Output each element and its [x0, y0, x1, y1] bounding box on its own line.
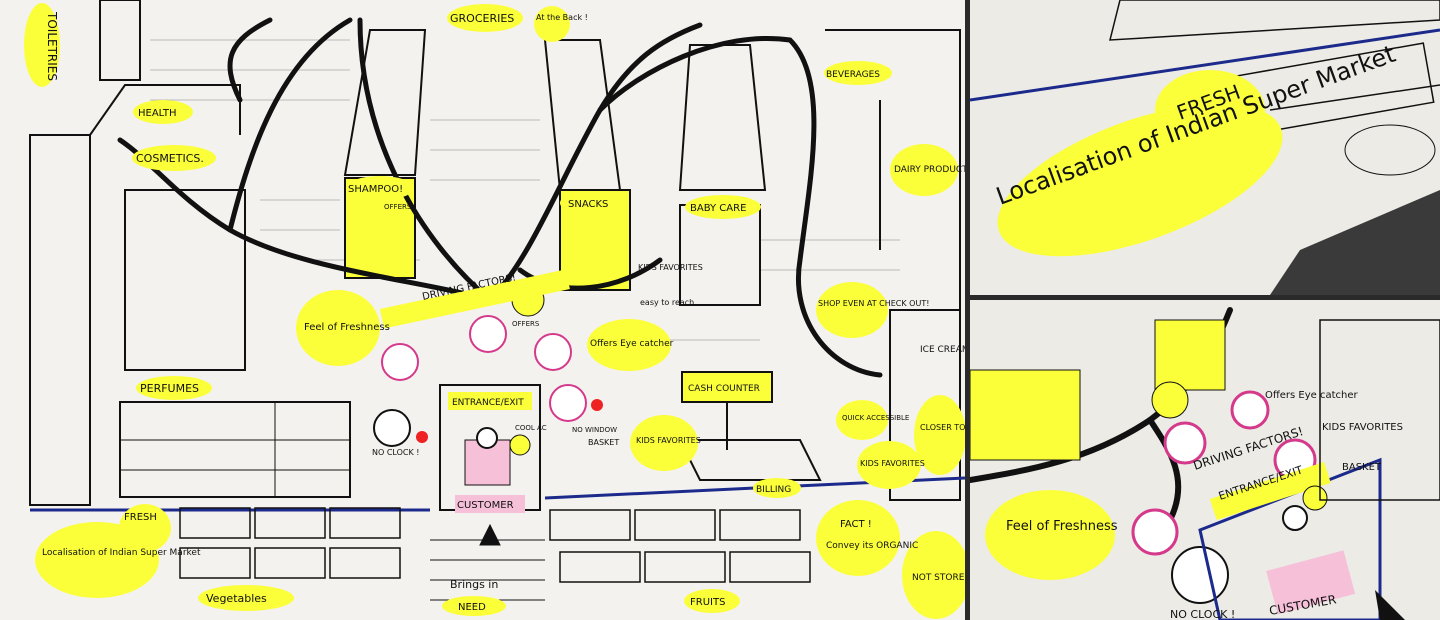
label-snacks: SNACKS	[568, 199, 608, 210]
nose-icon-closeup	[1133, 510, 1177, 554]
highlight-freshness	[985, 490, 1115, 580]
label-no-clock: NO CLOCK !	[372, 448, 419, 457]
label-offers-closeup: Offers Eye catcher	[1265, 390, 1359, 401]
label-cool-ac: COOL AC	[515, 424, 547, 432]
label-feel-freshness-closeup: Feel of Freshness	[1006, 519, 1118, 534]
up-arrow-icon	[480, 525, 500, 545]
label-perfumes: PERFUMES	[140, 382, 199, 395]
label-not-stored: NOT STORED	[912, 573, 965, 583]
nose-icon	[382, 344, 418, 380]
label-groceries: GROCERIES	[450, 12, 514, 25]
label-vegetables: Vegetables	[206, 592, 267, 605]
closeup-localisation-panel: Localisation of Indian Super Market FRES…	[970, 0, 1440, 295]
label-fact: FACT !	[840, 519, 872, 530]
label-kids-favorites-top: KIDS FAVORITES	[638, 263, 703, 272]
label-easy-reach: easy to reach	[640, 298, 694, 307]
clock-icon	[374, 410, 410, 446]
shampoo-shelf-closeup	[970, 370, 1080, 460]
closeup-entrance-sketch: DRIVING FACTORS! Feel of Freshness ENTRA…	[970, 300, 1440, 620]
closeup-localisation-sketch: Localisation of Indian Super Market FRES…	[970, 0, 1440, 295]
label-entrance-exit: ENTRANCE/EXIT	[452, 398, 524, 408]
money-icon-closeup	[1152, 382, 1188, 418]
label-kids-favorites-closeup: KIDS FAVORITES	[1322, 422, 1403, 433]
clock-icon-closeup	[1172, 547, 1228, 603]
label-localisation: Localisation of Indian Super Market	[42, 548, 201, 558]
left-wall-shelves	[30, 0, 245, 505]
label-basket-closeup: BASKET	[1342, 462, 1382, 473]
label-brings-in: Brings in	[450, 578, 498, 591]
label-shampoo: SHAMPOO!	[348, 184, 403, 195]
eye-icon	[535, 334, 571, 370]
snacks-shelf	[545, 40, 630, 290]
snacks-shelf-closeup	[1155, 320, 1225, 390]
window-icon	[550, 385, 586, 421]
cross-icon-2	[591, 399, 603, 411]
perfume-shelf	[120, 402, 350, 497]
footprint-icon	[470, 316, 506, 352]
main-sketch-panel: TOILETRIES HEALTH COSMETICS. PERFUMES GR…	[0, 0, 965, 620]
highlight-blobs	[24, 3, 965, 619]
label-shop-even: SHOP EVEN AT CHECK OUT!	[818, 299, 929, 308]
label-ice-cream: ICE CREAM	[920, 345, 965, 355]
label-toiletries: TOILETRIES	[45, 11, 59, 81]
label-feel-freshness: Feel of Freshness	[304, 322, 390, 333]
label-dairy: DAIRY PRODUCTS	[894, 165, 965, 175]
label-fruits: FRUITS	[690, 597, 725, 608]
eye-icon-closeup	[1232, 392, 1268, 428]
label-quick-accessible: QUICK ACCESSIBLE	[842, 414, 909, 422]
label-need: NEED	[458, 602, 486, 613]
label-at-back: At the Back !	[536, 13, 588, 22]
sun-icon	[510, 435, 530, 455]
label-closer-counter: CLOSER TO COUNTER	[920, 423, 965, 432]
label-customer: CUSTOMER	[457, 500, 514, 511]
label-no-window: NO WINDOW	[572, 426, 617, 434]
label-fresh: FRESH	[124, 512, 157, 523]
label-offers-eye-catcher: Offers Eye catcher	[590, 339, 674, 349]
label-kids-favorites-right: KIDS FAVORITES	[860, 459, 925, 468]
label-baby-care: BABY CARE	[690, 203, 746, 214]
customer-head-closeup	[1283, 506, 1307, 530]
label-billing: BILLING	[756, 485, 791, 495]
label-basket: BASKET	[588, 438, 619, 447]
label-no-clock-closeup: NO CLOCK !	[1170, 608, 1235, 620]
label-health: HEALTH	[138, 108, 177, 119]
label-convey: Convey its ORGANIC	[826, 541, 918, 551]
label-offers-center: OFFERS	[512, 320, 540, 328]
label-cash-counter: CASH COUNTER	[688, 384, 760, 394]
cross-icon	[416, 431, 428, 443]
customer-figure	[477, 428, 497, 448]
label-kids-favorites-mid: KIDS FAVORITES	[636, 436, 701, 445]
sun-icon-closeup	[1303, 486, 1327, 510]
store-layout-sketch: TOILETRIES HEALTH COSMETICS. PERFUMES GR…	[0, 0, 965, 620]
label-offers-shampoo: OFFERS	[384, 203, 412, 211]
label-cosmetics: COSMETICS.	[136, 152, 204, 165]
label-beverages: BEVERAGES	[826, 70, 880, 80]
closeup-entrance-panel: DRIVING FACTORS! Feel of Freshness ENTRA…	[970, 300, 1440, 620]
